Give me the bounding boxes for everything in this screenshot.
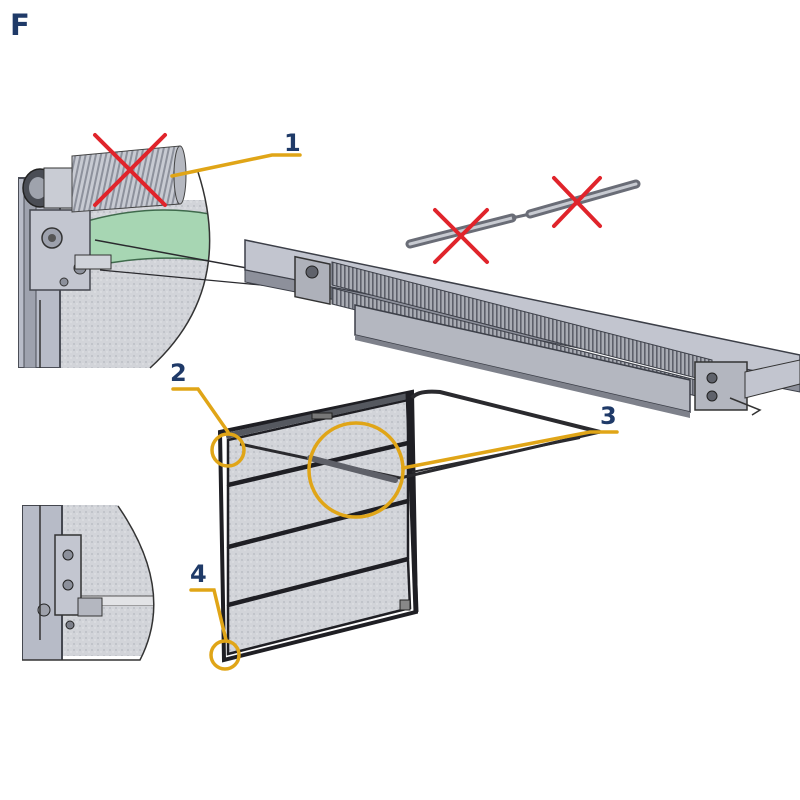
leader-line-2 (171, 387, 230, 434)
highlight-circle-3 (307, 421, 405, 519)
horizontal-track-assembly (244, 239, 800, 418)
callout-number-1: 1 (284, 129, 301, 157)
figure-letter: F (10, 8, 30, 42)
cross-mark-icon (552, 176, 602, 228)
detail-inset-bottom-bracket-outline (22, 505, 155, 661)
highlight-circle-2 (210, 432, 246, 468)
leader-line-1 (170, 153, 302, 178)
leader-line-3 (401, 430, 619, 470)
removed-torsion-shaft (405, 179, 641, 249)
callout-number-3: 3 (600, 402, 617, 430)
callout-number-2: 2 (170, 359, 187, 387)
detail-inset-bottom-bracket (22, 505, 154, 660)
callout-number-4: 4 (190, 560, 207, 588)
leader-line-4 (189, 588, 228, 642)
cross-mark-icon (93, 133, 167, 207)
cross-mark-icon (433, 208, 489, 264)
door-side-tracks (239, 389, 601, 483)
highlight-circle-4 (209, 639, 241, 671)
